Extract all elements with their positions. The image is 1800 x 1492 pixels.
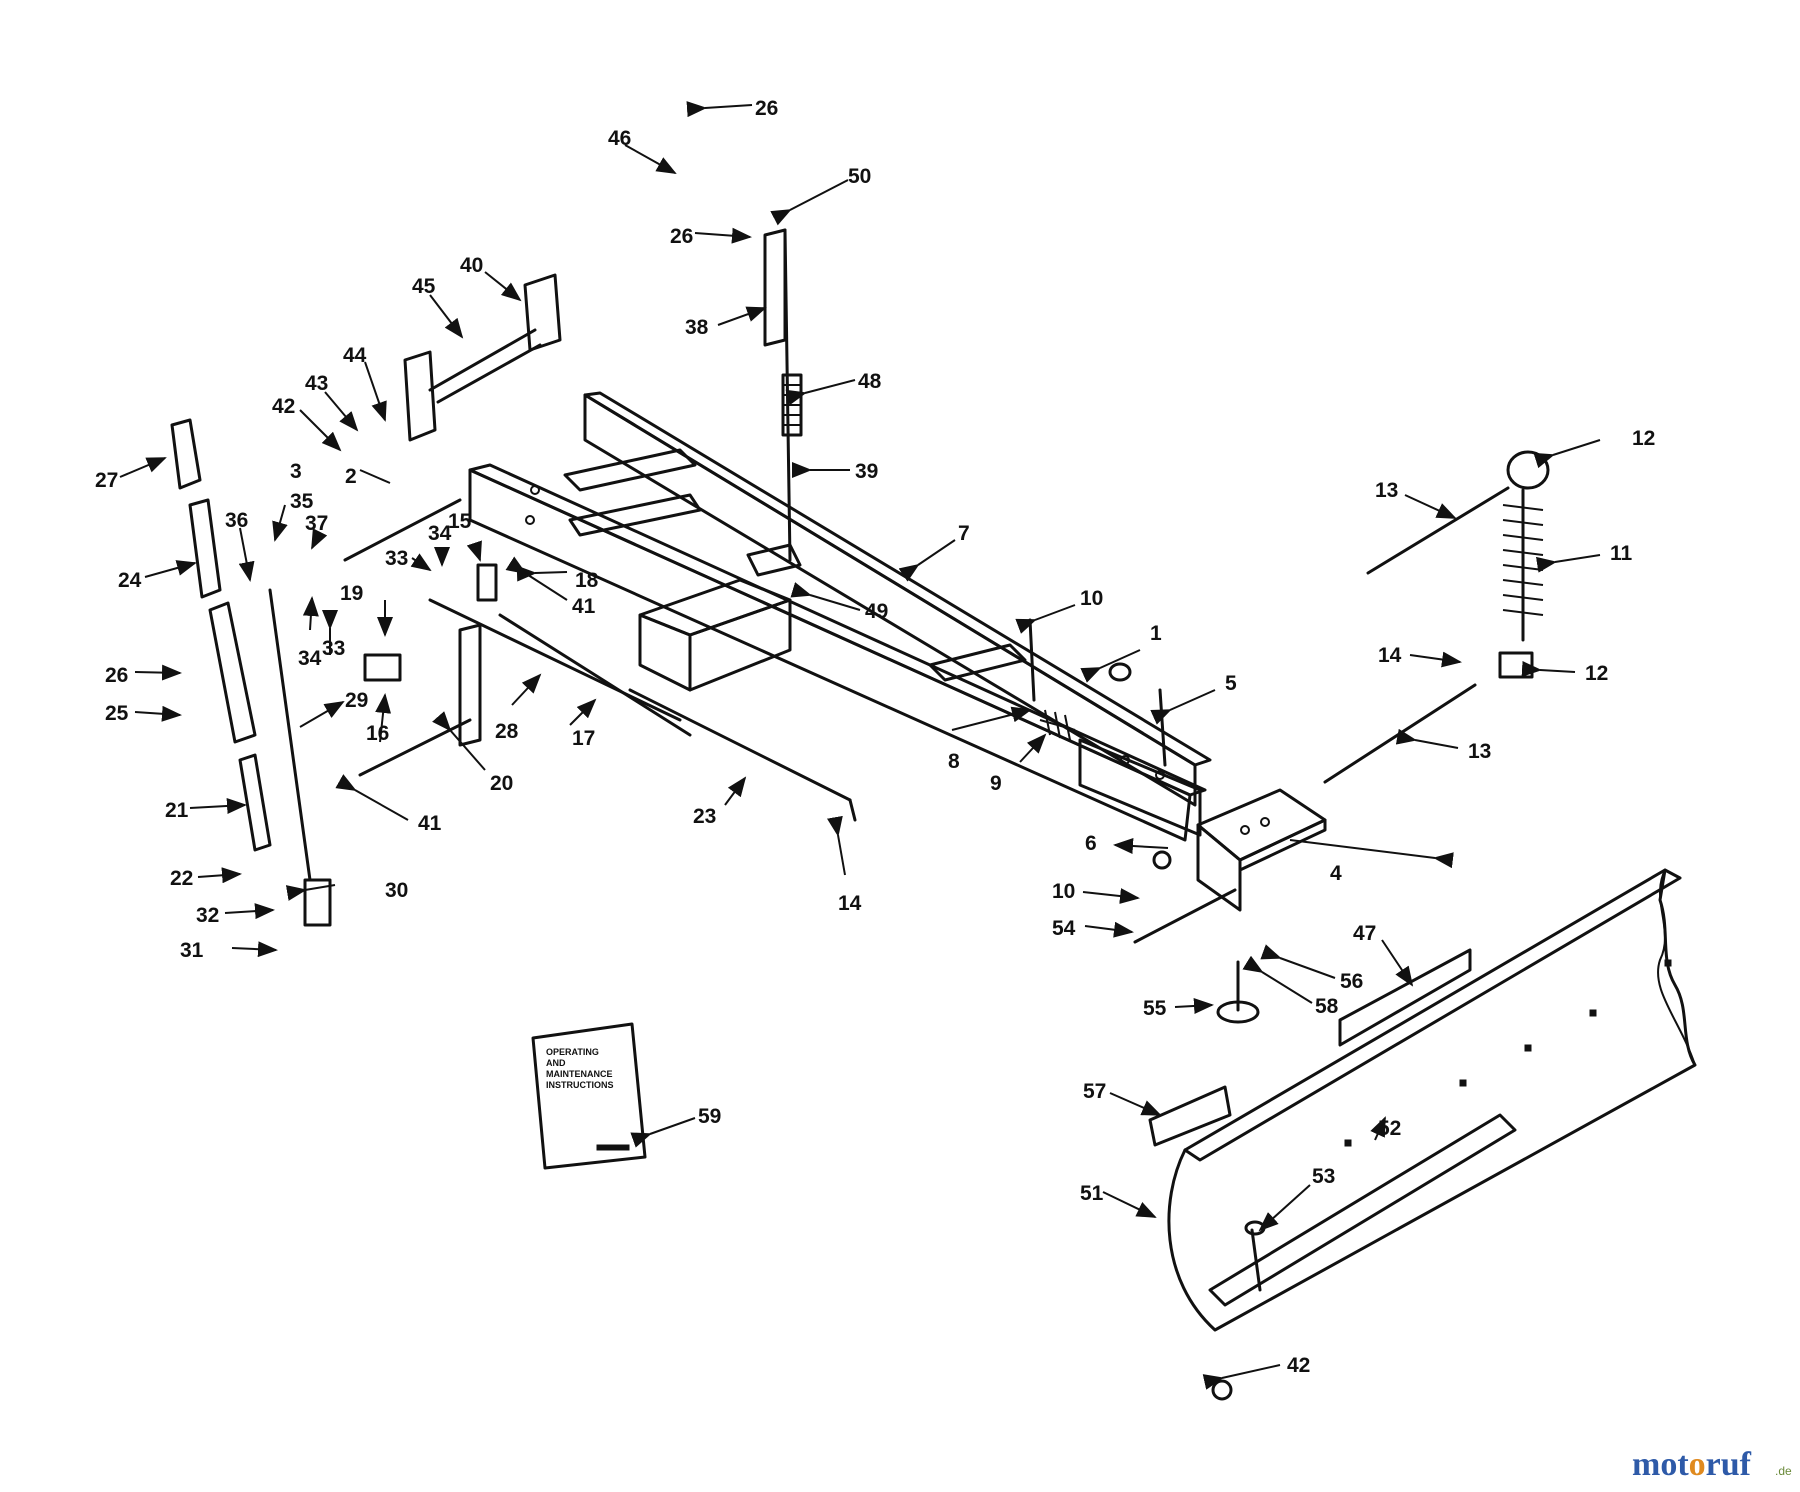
callout-32: 32 (196, 904, 219, 927)
callout-21: 21 (165, 799, 189, 822)
callout-leaders (119, 101, 1601, 1390)
callout-numbers: 1 2 3 4 5 6 7 8 9 10 10 11 12 12 13 13 1… (95, 97, 1655, 1377)
callout-57: 57 (1083, 1080, 1106, 1103)
callout-52: 52 (1378, 1117, 1401, 1140)
callout-49: 49 (865, 600, 888, 623)
callout-14-center: 14 (838, 892, 862, 915)
wm-letter-2: t (1677, 1446, 1689, 1483)
callout-2: 2 (345, 465, 357, 488)
manual-line-3: MAINTENANCE (546, 1069, 613, 1079)
manual-line-4: INSTRUCTIONS (546, 1080, 614, 1090)
callout-31: 31 (180, 939, 204, 962)
callout-51: 51 (1080, 1182, 1104, 1205)
callout-25: 25 (105, 702, 129, 725)
callout-3: 3 (290, 460, 302, 483)
callout-44: 44 (343, 344, 367, 367)
callout-53: 53 (1312, 1165, 1335, 1188)
callout-18: 18 (575, 569, 599, 592)
callout-34-upper: 34 (428, 522, 452, 545)
callout-16: 16 (366, 722, 389, 745)
callout-4: 4 (1330, 862, 1342, 885)
upper-linkage (170, 228, 857, 927)
wm-letter-1: o (1660, 1446, 1677, 1483)
callout-43: 43 (305, 372, 328, 395)
wm-suffix: .de (1775, 1464, 1792, 1478)
callout-11: 11 (1610, 542, 1633, 565)
wm-letter-6: f (1740, 1446, 1752, 1483)
callout-14-right: 14 (1378, 644, 1402, 667)
callout-47: 47 (1353, 922, 1376, 945)
plow-blade (1148, 868, 1697, 1401)
callout-10-bottom: 10 (1052, 880, 1075, 903)
callout-26-left: 26 (105, 664, 128, 687)
callout-45: 45 (412, 275, 436, 298)
callout-6: 6 (1085, 832, 1097, 855)
callout-39: 39 (855, 460, 878, 483)
callout-28: 28 (495, 720, 519, 743)
callout-1: 1 (1150, 622, 1162, 645)
wm-letter-5: u (1721, 1446, 1740, 1483)
callout-24: 24 (118, 569, 142, 592)
callout-42-blade: 42 (1287, 1354, 1310, 1377)
callout-9: 9 (990, 772, 1002, 795)
callout-33-left: 33 (385, 547, 408, 570)
callout-12-bottom: 12 (1585, 662, 1608, 685)
callout-38: 38 (685, 316, 709, 339)
callout-46: 46 (608, 127, 631, 150)
callout-23: 23 (693, 805, 716, 828)
callout-58: 58 (1315, 995, 1339, 1018)
callout-41-lower: 41 (418, 812, 442, 835)
callout-56: 56 (1340, 970, 1363, 993)
callout-15: 15 (448, 510, 472, 533)
callout-13-bottom: 13 (1468, 740, 1491, 763)
callout-26-top: 26 (755, 97, 778, 120)
callout-22: 22 (170, 867, 193, 890)
callout-8: 8 (948, 750, 960, 773)
callout-20: 20 (490, 772, 513, 795)
callout-37: 37 (305, 512, 328, 535)
callout-30: 30 (385, 879, 408, 902)
callout-29: 29 (345, 689, 368, 712)
callout-36: 36 (225, 509, 248, 532)
spring-assembly (1028, 450, 1550, 784)
callout-50: 50 (848, 165, 871, 188)
callout-13-top: 13 (1375, 479, 1398, 502)
callout-48: 48 (858, 370, 882, 393)
pivot-bracket (1133, 788, 1327, 944)
callout-7: 7 (958, 522, 970, 545)
callout-17: 17 (572, 727, 595, 750)
watermark-logo: motoruf .de (1632, 1446, 1792, 1483)
callout-12-top: 12 (1632, 427, 1655, 450)
callout-19: 19 (340, 582, 363, 605)
main-a-frame (468, 391, 1212, 842)
callout-41-upper: 41 (572, 595, 596, 618)
wm-letter-3: o (1689, 1446, 1706, 1483)
callout-10-top: 10 (1080, 587, 1103, 610)
callout-55: 55 (1143, 997, 1167, 1020)
manual-booklet: OPERATING AND MAINTENANCE INSTRUCTIONS (531, 1022, 647, 1170)
callout-33-right: 33 (322, 637, 345, 660)
manual-line-2: AND (546, 1058, 566, 1068)
wm-letter-0: m (1632, 1446, 1660, 1483)
callout-26-mid: 26 (670, 225, 693, 248)
callout-42-left: 42 (272, 395, 295, 418)
callout-59: 59 (698, 1105, 721, 1128)
callout-40: 40 (460, 254, 483, 277)
callout-35: 35 (290, 490, 314, 513)
callout-34-lower: 34 (298, 647, 322, 670)
callout-27: 27 (95, 469, 118, 492)
callout-5: 5 (1225, 672, 1237, 695)
manual-line-1: OPERATING (546, 1047, 599, 1057)
svg-text:motoruf: motoruf (1632, 1446, 1752, 1483)
wm-letter-4: r (1706, 1446, 1721, 1483)
callout-54: 54 (1052, 917, 1076, 940)
